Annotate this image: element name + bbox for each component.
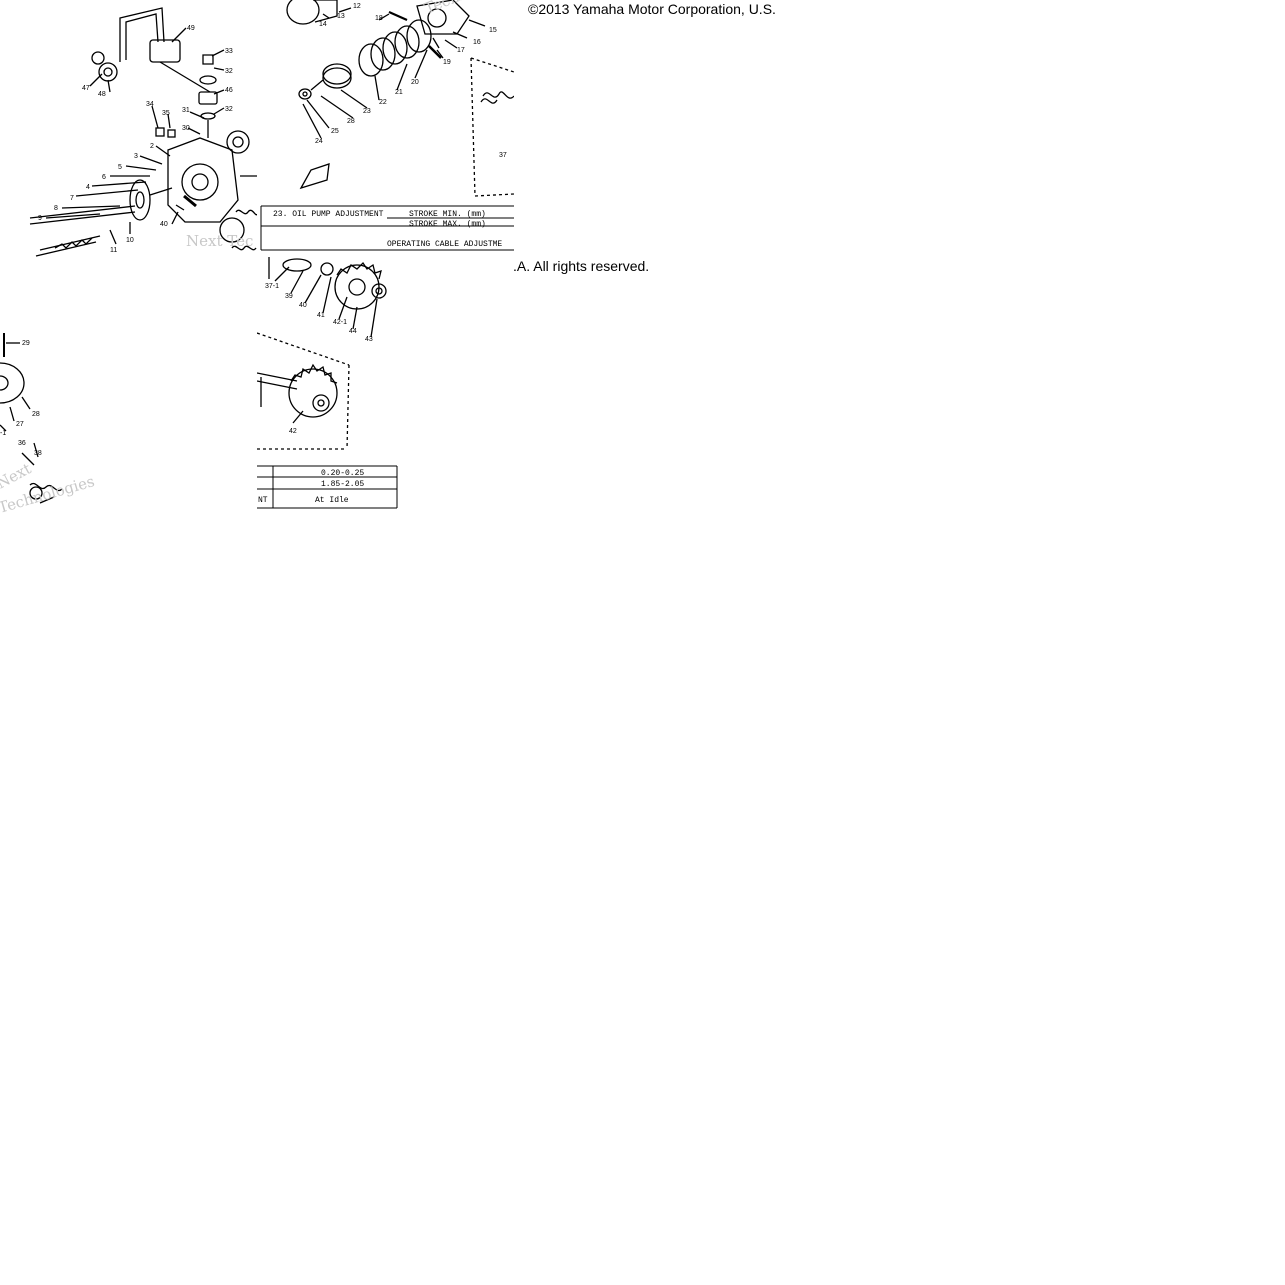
callout-24: 24: [315, 138, 323, 145]
callout-5: 5: [118, 164, 122, 171]
callout-42-1: 42-1: [333, 319, 347, 326]
callout-8: 8: [54, 205, 58, 212]
callout-47: 47: [82, 85, 90, 92]
callout-13: 13: [337, 13, 345, 20]
callout-19: 19: [443, 59, 451, 66]
diagram-tile-washer-seal: 29 28 27 -1 36 38 Next Technologies: [0, 257, 257, 514]
callout-4: 4: [86, 184, 90, 191]
tile2-callouts: 12 13 14 18 15 16 17 19 20 21 22 23 28 2…: [315, 3, 507, 159]
callout-32: 32: [225, 68, 233, 75]
callout-38: 38: [34, 450, 42, 457]
spec-stroke-max-value: 1.85-2.05: [321, 480, 364, 489]
callout-44: 44: [349, 328, 357, 335]
spec-item-title: 23. OIL PUMP ADJUSTMENT: [273, 210, 384, 219]
callout-14: 14: [319, 21, 327, 28]
spec-stroke-min-label: STROKE MIN. (mm): [409, 210, 486, 219]
callout-39: 39: [285, 293, 293, 300]
callout-10: 10: [126, 237, 134, 244]
callout-9: 9: [38, 215, 42, 222]
callout-40: 40: [160, 221, 168, 228]
callout-27: 27: [16, 421, 24, 428]
callout-41: 41: [317, 312, 325, 319]
spec-stroke-min-value: 0.20-0.25: [321, 469, 364, 478]
diagram-tile-drive-gears: 0.20-0.25 1.85-2.05 NT At Idle 37-1 39 4…: [257, 257, 514, 514]
callout-34: 34: [146, 101, 154, 108]
callout-48: 48: [98, 91, 106, 98]
callout-15: 15: [489, 27, 497, 34]
callout-17: 17: [457, 47, 465, 54]
callout-23: 23: [363, 108, 371, 115]
spec-table-left: 23. OIL PUMP ADJUSTMENT STROKE MIN. (mm)…: [273, 210, 502, 249]
washer-seal-drawing: 29 28 27 -1 36 38 Next Technologies: [0, 333, 97, 514]
callout-28: 28: [32, 411, 40, 418]
copyright-line-2: .A. All rights reserved.: [513, 258, 650, 274]
callout-43: 43: [365, 336, 373, 343]
callout-28: 28: [347, 118, 355, 125]
callout-2: 2: [150, 143, 154, 150]
callout-18: 18: [375, 15, 383, 22]
spec-stroke-max-label: STROKE MAX. (mm): [409, 220, 486, 229]
copyright-line-1: ©2013 Yamaha Motor Corporation, U.S.: [528, 1, 776, 17]
callout-42: 42: [289, 428, 297, 435]
callout-49: 49: [187, 25, 195, 32]
callout-21: 21: [395, 89, 403, 96]
callout-20: 20: [411, 79, 419, 86]
callout-35: 35: [162, 110, 170, 117]
callout-6: 6: [102, 174, 106, 181]
watermark-next: Next: [0, 460, 34, 493]
tile3-callouts: 37-1 39 40 41 42-1 44 43 42: [265, 283, 373, 435]
callout-11: 11: [110, 247, 117, 254]
callout-12: 12: [353, 3, 361, 10]
tile4-callouts: 29 28 27 -1 36 38: [0, 340, 42, 457]
callout-25: 25: [331, 128, 339, 135]
callout-33: 33: [225, 48, 233, 55]
spec-table-right: 0.20-0.25 1.85-2.05 NT At Idle: [258, 469, 364, 505]
diagram-tile-oil-pump-body: 49 33 32 46 32 31 30 47 48 34 35 2 3 5 6…: [0, 0, 257, 257]
callout-46: 46: [225, 87, 233, 94]
oil-pump-body-drawing: 49 33 32 46 32 31 30 47 48 34 35 2 3 5 6…: [29, 7, 257, 257]
callout-22: 22: [379, 99, 387, 106]
callout-40: 40: [299, 302, 307, 309]
callout-36: 36: [18, 440, 26, 447]
plunger-assembly-drawing: 23. OIL PUMP ADJUSTMENT STROKE MIN. (mm)…: [260, 0, 514, 251]
callout-dash-1: -1: [0, 430, 6, 437]
spec-cable-label: OPERATING CABLE ADJUSTME: [387, 240, 502, 249]
spec-cable-value: At Idle: [315, 496, 349, 505]
callout-32b: 32: [225, 106, 233, 113]
callout-3: 3: [134, 153, 138, 160]
diagram-tile-plunger-assembly: 23. OIL PUMP ADJUSTMENT STROKE MIN. (mm)…: [257, 0, 514, 257]
callout-7: 7: [70, 195, 74, 202]
callout-37-1: 37-1: [265, 283, 279, 290]
callout-16: 16: [473, 39, 481, 46]
callout-29: 29: [22, 340, 30, 347]
drive-gears-drawing: 0.20-0.25 1.85-2.05 NT At Idle 37-1 39 4…: [257, 257, 398, 509]
spec-cable-suffix: NT: [258, 496, 268, 505]
callout-31: 31: [182, 107, 190, 114]
callout-37: 37: [499, 152, 507, 159]
callout-30: 30: [182, 125, 190, 132]
watermark-next-tec: Next Tec: [186, 232, 253, 250]
tile1-callouts: 49 33 32 46 32 31 30 47 48 34 35 2 3 5 6…: [38, 25, 233, 254]
